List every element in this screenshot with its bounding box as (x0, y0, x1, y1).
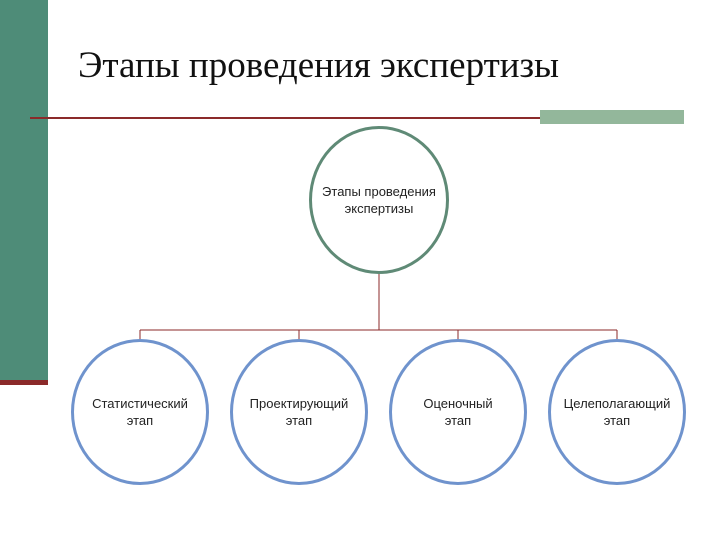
child-node-label: Статистический этап (92, 396, 188, 428)
slide-title: Этапы проведения экспертизы (78, 45, 560, 86)
child-node-goal-setting: Целеполагающий этап (548, 339, 686, 485)
title-rule-block (540, 110, 684, 124)
child-node-projecting: Проектирующий этап (230, 339, 368, 485)
root-node-label: Этапы проведения экспертизы (322, 184, 436, 216)
side-decoration-bar (0, 0, 48, 384)
title-underline (30, 117, 684, 119)
child-node-label: Проектирующий этап (249, 396, 349, 428)
side-accent-line (0, 380, 48, 385)
child-node-label: Целеполагающий этап (563, 396, 671, 428)
child-node-label: Оценочный этап (423, 396, 493, 428)
child-node-statistical: Статистический этап (71, 339, 209, 485)
child-node-evaluating: Оценочный этап (389, 339, 527, 485)
root-node: Этапы проведения экспертизы (309, 126, 449, 274)
